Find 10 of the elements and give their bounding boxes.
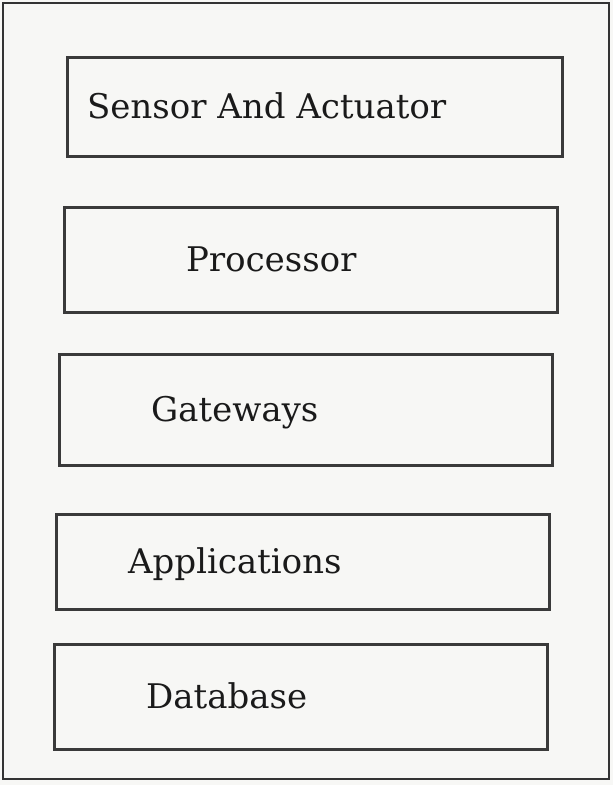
- layer-box: [63, 206, 559, 314]
- layer-label: Gateways: [151, 388, 318, 432]
- layer-label: Processor: [186, 238, 356, 282]
- layer-box: [55, 513, 551, 611]
- layer-label: Sensor And Actuator: [87, 86, 446, 128]
- layer-label: Applications: [128, 540, 342, 584]
- layer-box: [58, 353, 554, 467]
- layer-label: Database: [146, 676, 308, 718]
- layer-box: [66, 56, 564, 158]
- layer-box: [53, 643, 549, 751]
